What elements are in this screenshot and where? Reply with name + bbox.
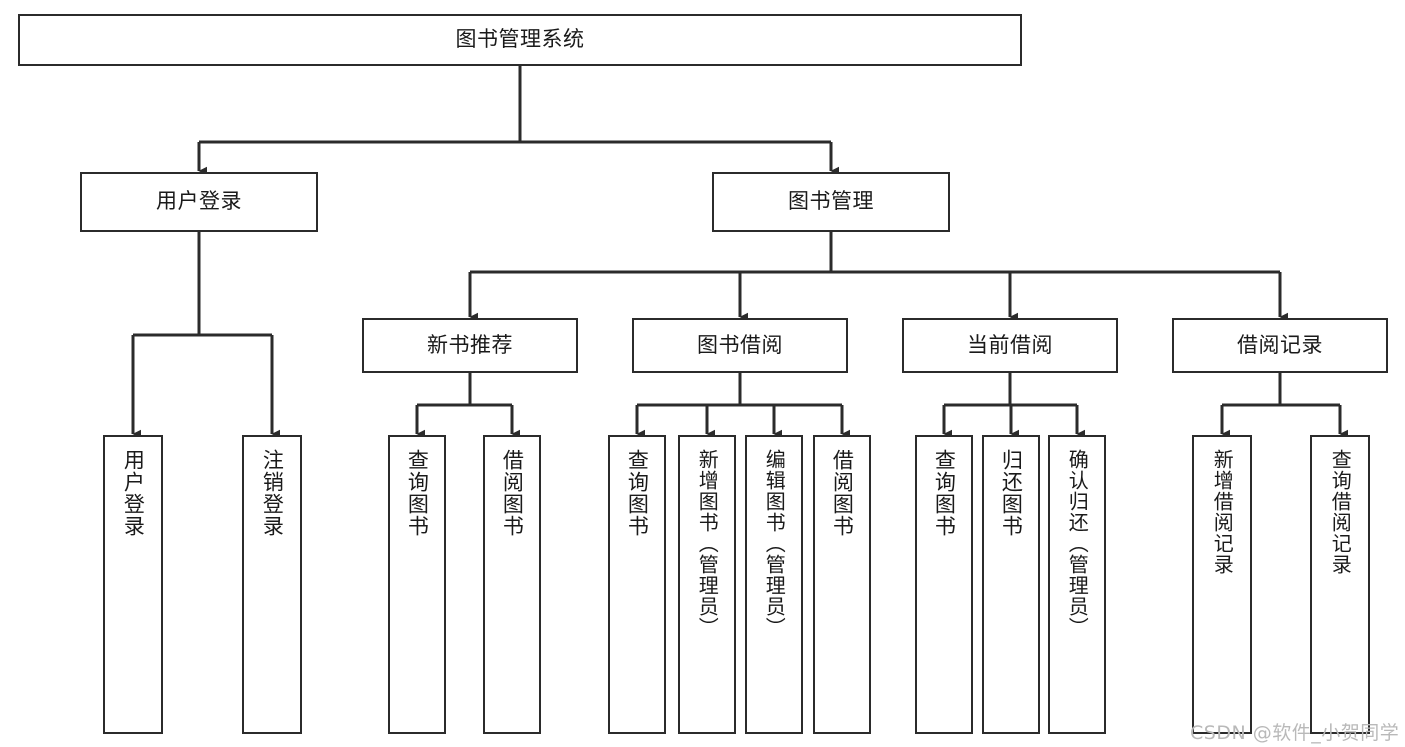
node-label: 确认归还（管理员） bbox=[1065, 449, 1090, 638]
node-current[interactable]: 当前借阅 bbox=[902, 318, 1118, 373]
node-root[interactable]: 图书管理系统 bbox=[18, 14, 1022, 66]
node-label: 新增借阅记录 bbox=[1210, 449, 1235, 575]
watermark-text: CSDN @软件_小贺同学 bbox=[1190, 722, 1400, 744]
node-leaf-cu-return[interactable]: 归还图书 bbox=[982, 435, 1040, 734]
node-label: 注销登录 bbox=[260, 449, 285, 537]
node-records[interactable]: 借阅记录 bbox=[1172, 318, 1388, 373]
tree-edges bbox=[131, 66, 1348, 439]
node-label: 新书推荐 bbox=[427, 332, 513, 357]
node-bookmgmt[interactable]: 图书管理 bbox=[712, 172, 950, 232]
node-label: 图书管理 bbox=[788, 189, 874, 214]
node-leaf-user-logout[interactable]: 注销登录 bbox=[242, 435, 302, 734]
node-borrow[interactable]: 图书借阅 bbox=[632, 318, 848, 373]
node-label: 图书管理系统 bbox=[455, 27, 585, 52]
node-label: 用户登录 bbox=[121, 449, 146, 537]
node-label: 查询图书 bbox=[625, 449, 650, 537]
node-leaf-nb-query[interactable]: 查询图书 bbox=[388, 435, 446, 734]
node-leaf-rec-query[interactable]: 查询借阅记录 bbox=[1310, 435, 1370, 734]
node-label: 借阅图书 bbox=[830, 449, 855, 537]
node-label: 用户登录 bbox=[156, 189, 242, 214]
node-label: 图书借阅 bbox=[697, 332, 783, 357]
node-leaf-cu-query[interactable]: 查询图书 bbox=[915, 435, 973, 734]
node-newbook[interactable]: 新书推荐 bbox=[362, 318, 578, 373]
node-leaf-bo-borrow[interactable]: 借阅图书 bbox=[813, 435, 871, 734]
node-leaf-bo-query[interactable]: 查询图书 bbox=[608, 435, 666, 734]
node-leaf-nb-borrow[interactable]: 借阅图书 bbox=[483, 435, 541, 734]
node-label: 借阅图书 bbox=[500, 449, 525, 537]
node-label: 查询图书 bbox=[932, 449, 957, 537]
node-label: 新增图书（管理员） bbox=[695, 449, 720, 638]
node-leaf-cu-confirm[interactable]: 确认归还（管理员） bbox=[1048, 435, 1106, 734]
node-label: 查询借阅记录 bbox=[1328, 449, 1353, 575]
node-label: 归还图书 bbox=[999, 449, 1024, 537]
node-login[interactable]: 用户登录 bbox=[80, 172, 318, 232]
node-leaf-bo-edit[interactable]: 编辑图书（管理员） bbox=[745, 435, 803, 734]
node-leaf-bo-add[interactable]: 新增图书（管理员） bbox=[678, 435, 736, 734]
node-leaf-rec-add[interactable]: 新增借阅记录 bbox=[1192, 435, 1252, 734]
node-label: 查询图书 bbox=[405, 449, 430, 537]
node-leaf-user-login[interactable]: 用户登录 bbox=[103, 435, 163, 734]
node-label: 编辑图书（管理员） bbox=[762, 449, 787, 638]
node-label: 借阅记录 bbox=[1237, 332, 1323, 357]
node-label: 当前借阅 bbox=[967, 332, 1053, 357]
